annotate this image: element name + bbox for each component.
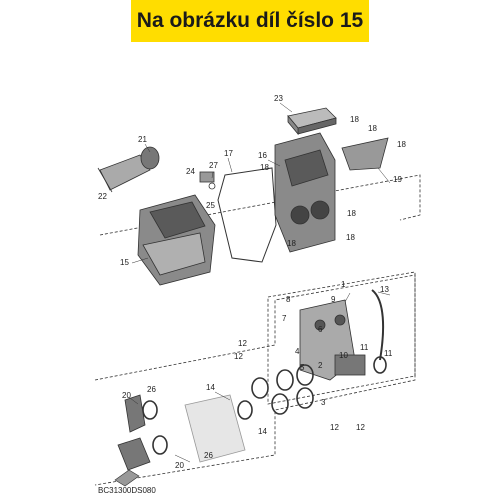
callout-26: 26 bbox=[147, 385, 156, 394]
airbox-case-left bbox=[137, 194, 216, 286]
callout-26b: 26 bbox=[204, 451, 213, 460]
callout-18b: 18 bbox=[347, 209, 356, 218]
callout-16: 16 bbox=[258, 151, 267, 160]
callout-25: 25 bbox=[206, 201, 215, 210]
callout-12: 12 bbox=[238, 339, 247, 348]
callout-5: 5 bbox=[300, 363, 305, 372]
mounting-bracket bbox=[341, 137, 389, 171]
callout-9: 9 bbox=[331, 295, 336, 304]
callout-18: 18 bbox=[350, 115, 359, 124]
callout-15: 15 bbox=[120, 258, 129, 267]
callout-18c: 18 bbox=[346, 233, 355, 242]
banner-title: Na obrázku díl číslo 15 bbox=[136, 9, 364, 32]
callout-4: 4 bbox=[295, 347, 300, 356]
callout-6: 6 bbox=[318, 325, 323, 334]
callout-21: 21 bbox=[138, 135, 147, 144]
callout-12b: 12 bbox=[330, 423, 339, 432]
callout-18f: 18 bbox=[397, 140, 406, 149]
callout-2: 2 bbox=[318, 361, 323, 370]
callout-18d: 18 bbox=[287, 239, 296, 248]
callout-11: 11 bbox=[384, 349, 393, 358]
callout-19: 19 bbox=[393, 175, 402, 184]
callout-11b: 11 bbox=[360, 343, 369, 352]
intake-duct bbox=[97, 146, 160, 193]
callout-labels: 23 21 27 17 16 18 22 24 25 19 15 1 13 8 … bbox=[98, 94, 406, 470]
callout-10: 10 bbox=[339, 351, 348, 360]
upper-assembly-dashed-box bbox=[99, 174, 421, 236]
callout-27: 27 bbox=[209, 161, 218, 170]
callout-22: 22 bbox=[98, 192, 107, 201]
airbox-case-right bbox=[274, 132, 336, 253]
intake-rings bbox=[142, 356, 387, 455]
callout-7: 7 bbox=[282, 314, 287, 323]
callout-3: 3 bbox=[321, 398, 326, 407]
throttle-body-assembly bbox=[299, 299, 366, 381]
callout-12d: 12 bbox=[234, 352, 243, 361]
front-direction-arrow-icon bbox=[114, 469, 140, 487]
callout-8: 8 bbox=[286, 295, 291, 304]
callout-13: 13 bbox=[380, 285, 389, 294]
callout-18g: 18 bbox=[368, 124, 377, 133]
intake-funnels bbox=[117, 394, 151, 471]
callout-1: 1 bbox=[341, 280, 346, 289]
callout-20b: 20 bbox=[175, 461, 184, 470]
diagram-code: BC31300DS080 bbox=[98, 486, 156, 495]
callout-18e: 18 bbox=[260, 163, 269, 172]
callout-17: 17 bbox=[224, 149, 233, 158]
callout-12c: 12 bbox=[356, 423, 365, 432]
hose bbox=[371, 289, 385, 361]
lower-assembly-dashed-box bbox=[94, 274, 416, 486]
callout-14b: 14 bbox=[258, 427, 267, 436]
airbox-gasket bbox=[217, 167, 277, 263]
small-fitting bbox=[199, 171, 216, 190]
callout-20: 20 bbox=[122, 391, 131, 400]
callout-24: 24 bbox=[186, 167, 195, 176]
air-filter-element bbox=[287, 107, 337, 136]
callout-23: 23 bbox=[274, 94, 283, 103]
part-number-banner: Na obrázku díl číslo 15 bbox=[131, 0, 369, 42]
callout-14: 14 bbox=[206, 383, 215, 392]
engine-head-outline bbox=[184, 394, 246, 463]
